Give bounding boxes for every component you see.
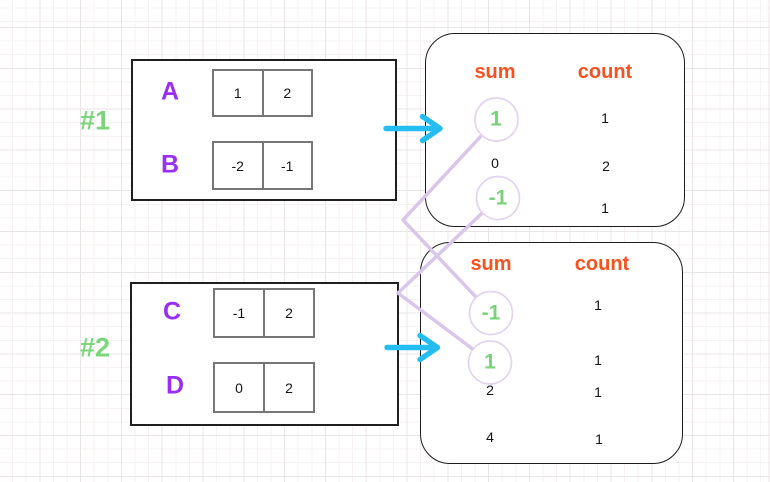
count-value: 2	[602, 158, 610, 174]
array-cell: -1	[215, 290, 263, 336]
count-value: 1	[601, 110, 609, 126]
count-value: 1	[595, 431, 603, 447]
sum-value-highlighted: -1	[488, 186, 508, 210]
group-1-label: #1	[79, 105, 111, 136]
cell-value: 2	[285, 379, 293, 396]
sum-value-highlighted: -1	[481, 301, 501, 325]
array-c-cells: -1 2	[213, 288, 315, 338]
cell-value: 2	[285, 305, 293, 321]
array-cell: 1	[214, 71, 262, 115]
array-cell: 2	[261, 71, 312, 115]
count-header: count	[577, 61, 633, 83]
cell-value: -1	[232, 305, 246, 321]
sum-value: 0	[491, 155, 499, 171]
array-cell: 2	[263, 290, 313, 336]
array-d-label: D	[165, 371, 185, 400]
sum-value-highlighted: 1	[490, 107, 502, 131]
count-header: count	[574, 253, 630, 275]
count-value: 1	[601, 200, 609, 216]
cell-value: -1	[281, 157, 294, 174]
sum-count-table-1	[425, 33, 685, 227]
count-value: 1	[594, 297, 602, 313]
sum-count-table-2	[420, 242, 683, 464]
cell-value: 2	[283, 85, 292, 101]
sum-value-highlighted: 1	[484, 350, 496, 374]
array-cell: -1	[261, 143, 312, 188]
array-a-cells: 1 2	[212, 69, 313, 117]
count-value: 1	[594, 384, 602, 400]
sum-value: 4	[486, 429, 494, 445]
sum-header: sum	[470, 253, 512, 275]
array-b-cells: -2 -1	[212, 141, 313, 190]
sum-value: 2	[486, 382, 494, 398]
sum-header: sum	[474, 61, 516, 83]
array-c-label: C	[162, 297, 182, 326]
array-d-cells: 0 2	[213, 362, 315, 413]
array-cell: -2	[214, 143, 262, 188]
group-2-label: #2	[79, 332, 111, 363]
cell-value: 0	[235, 379, 243, 396]
cell-value: -2	[231, 157, 244, 174]
array-b-label: B	[160, 150, 180, 179]
array-cell: 0	[215, 364, 263, 411]
cell-value: 1	[233, 85, 242, 101]
count-value: 1	[594, 352, 602, 368]
array-cell: 2	[263, 364, 313, 411]
array-a-label: A	[160, 77, 180, 106]
